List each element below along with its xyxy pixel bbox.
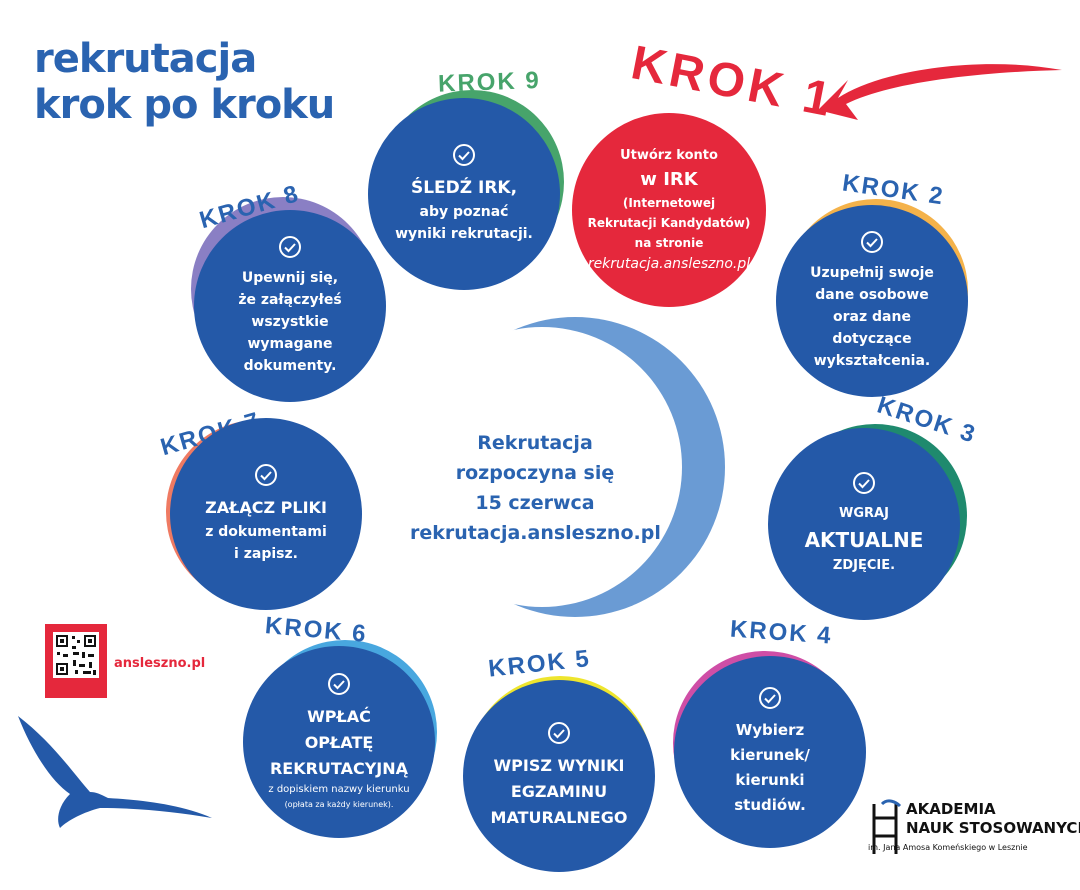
step-5-line: WPISZ WYNIKI [493, 756, 625, 775]
step-8-line: dokumenty. [243, 358, 337, 374]
step-4-line: studiów. [734, 796, 806, 814]
step-1-line: (Internetowej [622, 196, 716, 210]
step-9-label: KROK 9 [438, 67, 542, 98]
step-3-circle: WGRAJ AKTUALNE ZDJĘCIE. [768, 428, 960, 620]
logo-line-2: NAUK STOSOWANYCH [906, 819, 1080, 837]
step-1-link[interactable]: rekrutacja.ansleszno.pl [587, 256, 751, 272]
step-7-line: i zapisz. [234, 546, 298, 562]
center-line: Rekrutacja [477, 432, 593, 454]
step-5-circle: WPISZ WYNIKI EGZAMINU MATURALNEGO [463, 680, 655, 872]
step-1-line: Utwórz konto [620, 148, 718, 163]
title-line-2: krok po kroku [34, 82, 335, 128]
step-9-line: ŚLEDŹ IRK, [410, 178, 518, 198]
step-8-circle: Upewnij się, że załączyłeś wszystkie wym… [194, 210, 386, 402]
check-circle-icon [255, 464, 277, 486]
step-6-line: OPŁATĘ [304, 733, 374, 752]
step-1-line: Rekrutacji Kandydatów) [587, 216, 751, 230]
step-4-label: KROK 4 [729, 616, 833, 650]
step-4-line: kierunek/ [730, 746, 810, 764]
step-8-line: że załączyłeś [238, 292, 342, 308]
step-7-line: z dokumentami [205, 524, 327, 540]
step-6-line: WPŁAĆ [307, 707, 371, 726]
step-5-line: MATURALNEGO [490, 808, 628, 827]
check-circle-icon [453, 144, 475, 166]
step-2-line: wykształcenia. [813, 353, 931, 369]
step-5-line: EGZAMINU [510, 782, 608, 801]
step-4-line: kierunki [735, 771, 805, 789]
step-2-circle: Uzupełnij swoje dane osobowe oraz dane d… [776, 205, 968, 397]
step-4-line: Wybierz [735, 721, 805, 739]
step-8-line: Upewnij się, [241, 270, 339, 286]
check-circle-icon [853, 472, 875, 494]
logo-line-3: im. Jana Amosa Komeńskiego w Lesznie [868, 843, 1028, 852]
step-2-line: dane osobowe [815, 287, 929, 303]
check-circle-icon [279, 236, 301, 258]
step-3-line: ZDJĘCIE. [832, 558, 896, 573]
logo-mark-icon [872, 799, 902, 854]
step-6-line: z dopiskiem nazwy kierunku [268, 784, 410, 795]
qr-code-icon[interactable] [53, 632, 99, 678]
step-2-line: dotyczące [832, 331, 912, 347]
check-circle-icon [861, 231, 883, 253]
center-message: Rekrutacja rozpoczyna się 15 czerwca rek… [410, 428, 661, 548]
center-line: rozpoczyna się [455, 462, 615, 484]
step-4-circle: Wybierz kierunek/ kierunki studiów. [674, 656, 866, 848]
center-line: 15 czerwca [475, 492, 595, 514]
bird-icon [18, 716, 212, 828]
step-2-line: Uzupełnij swoje [810, 265, 934, 281]
step-6-circle: WPŁAĆ OPŁATĘ REKRUTACYJNĄ z dopiskiem na… [243, 646, 435, 838]
step-8-line: wymagane [247, 336, 333, 352]
center-disc [402, 327, 682, 607]
step-7-line: ZAŁĄCZ PLIKI [205, 498, 327, 517]
step-6-label: KROK 6 [264, 612, 369, 648]
center-link[interactable]: rekrutacja.ansleszno.pl [410, 522, 661, 544]
title-line-1: rekrutacja [34, 36, 257, 82]
step-1-line: w IRK [640, 169, 698, 190]
step-2-line: oraz dane [833, 309, 911, 325]
check-circle-icon [548, 722, 570, 744]
check-circle-icon [759, 687, 781, 709]
step-7-circle: ZAŁĄCZ PLIKI z dokumentami i zapisz. [170, 418, 362, 610]
step-1-line: na stronie [634, 236, 704, 250]
step-6-line: REKRUTACYJNĄ [269, 759, 409, 778]
step-9-circle: ŚLEDŹ IRK, aby poznać wyniki rekrutacji. [368, 98, 560, 290]
check-circle-icon [328, 673, 350, 695]
step-9-line: aby poznać [419, 204, 509, 220]
step-3-line: WGRAJ [839, 506, 889, 521]
step-8-line: wszystkie [251, 314, 329, 330]
step-6-line: (opłata za każdy kierunek). [284, 800, 394, 809]
logo-line-1: AKADEMIA [906, 800, 996, 818]
arrow-icon [818, 64, 1062, 120]
university-logo: AKADEMIA NAUK STOSOWANYCH im. Jana Amosa… [868, 800, 1080, 854]
step-2-label: KROK 2 [841, 169, 946, 210]
step-1-circle: Utwórz konto w IRK (Internetowej Rekruta… [572, 113, 766, 307]
step-5-label: KROK 5 [487, 645, 592, 683]
step-9-line: wyniki rekrutacji. [395, 226, 533, 242]
qr-site-link[interactable]: ansleszno.pl [114, 656, 206, 671]
step-3-line: AKTUALNE [804, 528, 924, 552]
page-title: rekrutacja krok po kroku [34, 36, 335, 128]
